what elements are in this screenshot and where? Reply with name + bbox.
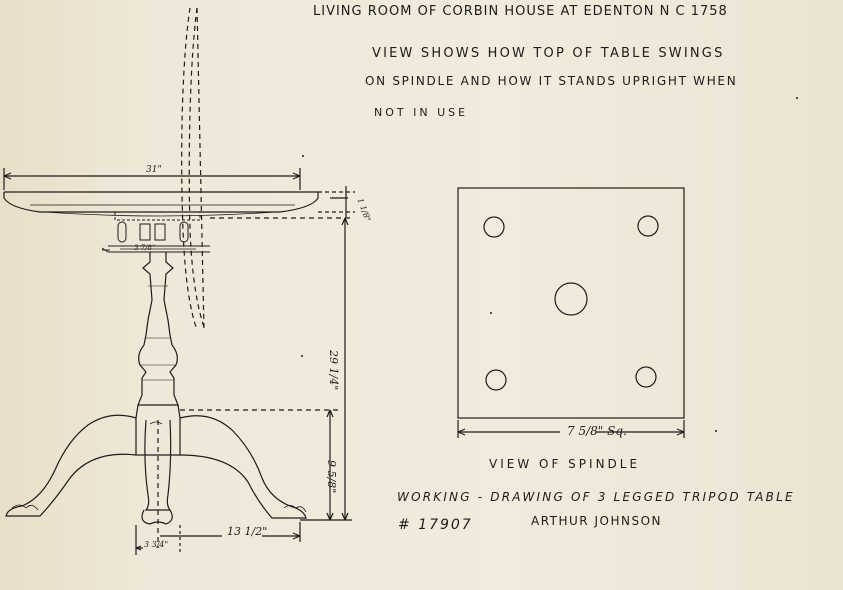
dim-height: 29 1/4" <box>327 350 340 391</box>
spindle-view <box>457 187 685 438</box>
foot-dimension <box>135 525 181 555</box>
birdcage-block <box>101 212 210 253</box>
top-thickness-dim <box>318 186 355 218</box>
author-name: Arthur Johnson <box>531 514 662 528</box>
spread-dimension <box>160 522 301 542</box>
working-drawing-title: Working - drawing of 3 legged tripod tab… <box>397 490 795 504</box>
dim-leg-height: 9 5/8" <box>325 460 338 494</box>
dim-block: 3 7/8" <box>134 244 156 252</box>
height-dimension-line <box>210 217 352 521</box>
note-line-1: View shows how top of table swings <box>372 46 725 61</box>
dim-top-diameter: 31" <box>146 165 162 175</box>
table-top <box>3 191 319 217</box>
dim-spindle-square: 7 5/8" Sq. <box>567 424 627 438</box>
top-dimension-line <box>3 168 301 190</box>
pencil-dots <box>301 97 798 432</box>
dim-foot: 3 3/4" <box>144 540 169 549</box>
drawing-title: Living Room of Corbin House at Edenton N… <box>313 4 728 19</box>
tripod-legs <box>5 404 307 525</box>
plate-number: # 17907 <box>398 517 473 533</box>
dim-leg-spread: 13 1/2" <box>227 525 268 538</box>
upright-top-dashed <box>181 7 206 331</box>
spindle-caption: View of spindle <box>489 457 641 471</box>
pedestal-column <box>137 252 179 406</box>
note-line-3: not in use <box>374 106 469 119</box>
note-line-2: on spindle and how it stands upright whe… <box>365 74 738 88</box>
leg-height-dimension <box>180 409 340 521</box>
